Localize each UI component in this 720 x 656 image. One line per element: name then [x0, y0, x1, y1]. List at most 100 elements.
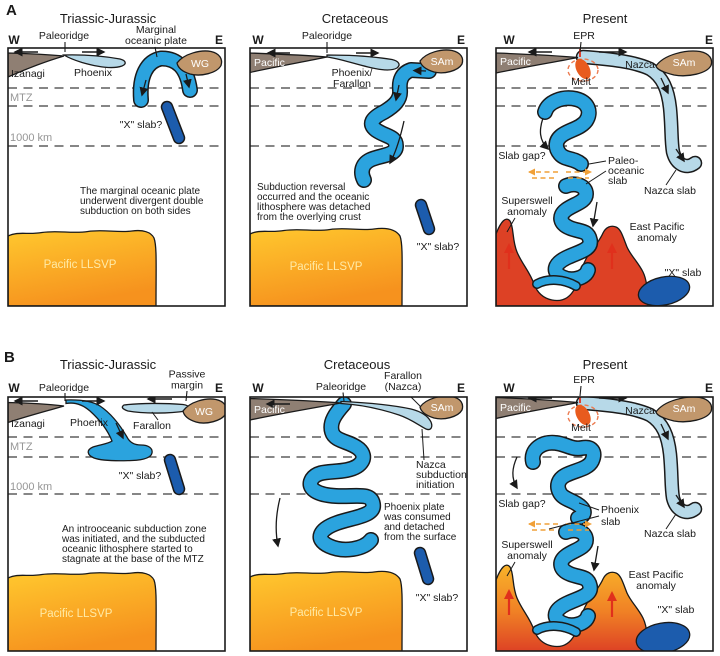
a2-x-slab-label: "X" slab?: [417, 241, 460, 253]
a1-caption-line1: The marginal oceanic plate: [80, 186, 201, 197]
b2-nsi-label-3: initiation: [416, 479, 455, 491]
a1-frame: [7, 47, 226, 307]
b3-nazca-slab-pointer: [665, 513, 677, 530]
b3-superswell-pointer: [506, 561, 516, 577]
a1-phoenix-plate-shape: [61, 54, 126, 69]
b3-nazca-hook-arrow: [675, 494, 685, 509]
b3-nazca-down-arrow: [660, 423, 669, 441]
b2-frame: [249, 396, 468, 652]
a1-west-label: W: [8, 33, 20, 47]
a1-mtz-label: MTZ: [10, 92, 33, 104]
panel-a1-content: [8, 48, 225, 306]
b3-x-slab-label: "X" slab: [658, 604, 695, 616]
panel-b3: Present W E EPR Pacific Nazca SAm Melt S…: [495, 357, 714, 652]
a3-epr-tick: [579, 41, 582, 53]
b3-melt-blob: [575, 404, 591, 426]
b3-east-pacific-label-2: anomaly: [636, 580, 676, 592]
b1-caption-line3: oceanic lithosphere started to: [62, 544, 193, 555]
b1-farallon-plate-shape: [121, 402, 190, 414]
a3-epr-label: EPR: [573, 30, 595, 42]
b1-x-slab-label: "X" slab?: [119, 470, 162, 482]
b1-llsvp-label: Pacific LLSVP: [40, 608, 113, 620]
a3-east-label: E: [705, 33, 713, 47]
a2-plate-label-1: Phoenix/: [332, 67, 373, 79]
b1-passive-margin-tick: [185, 390, 188, 402]
a1-depth-label: 1000 km: [10, 132, 52, 144]
b2-nsi-pointer: [421, 428, 425, 461]
b3-east-label: E: [705, 381, 713, 395]
b2-x-slab-label: "X" slab?: [416, 592, 459, 604]
b1-phoenix-slab-shape: [65, 399, 153, 462]
b1-east-label: E: [215, 381, 223, 395]
panel-b1-content: [8, 397, 225, 651]
a2-slab-down-arrow: [393, 84, 402, 102]
a1-izanagi-label: Izanagi: [11, 68, 45, 80]
a3-nazca-slab-label: Nazca slab: [644, 185, 696, 197]
a3-nazca-slab-pointer: [665, 169, 677, 186]
panel-a1: A Triassic-Jurassic W E Paleoridge Margi…: [6, 2, 226, 307]
a2-frame: [249, 47, 468, 307]
a3-superswell-label-1: Superswell: [501, 195, 552, 207]
b1-paleoridge-label: Paleoridge: [39, 382, 89, 394]
a3-paleo-label-2: oceanic: [608, 165, 644, 177]
a2-caption-line1: Subduction reversal: [257, 182, 345, 193]
b2-farallon-label-1: Farallon: [384, 370, 422, 382]
b1-farallon-pointer: [151, 411, 159, 421]
a3-melt-blob: [575, 58, 591, 80]
a2-plate-label-2: Farallon: [333, 78, 371, 90]
a1-caption-line2: underwent divergent double: [80, 196, 204, 207]
b3-nazca-slab-label: Nazca slab: [644, 528, 696, 540]
b3-pacific-label: Pacific: [500, 402, 531, 414]
b2-paleoridge-tick: [342, 392, 345, 402]
a2-paleoridge-label: Paleoridge: [302, 30, 352, 42]
panel-b3-content: [496, 397, 713, 651]
b3-phoenix-label-2: slab: [601, 516, 620, 528]
panel-b1: B Triassic-Jurassic W E Paleoridge Passi…: [4, 349, 226, 652]
panel-b2: Cretaceous W E Paleoridge Farallon (Nazc…: [249, 357, 468, 652]
b2-pacific-label: Pacific: [254, 404, 285, 416]
b1-izanagi-label: Izanagi: [11, 418, 45, 430]
b2-paleoridge-label: Paleoridge: [316, 381, 366, 393]
a1-east-label: E: [215, 33, 223, 47]
a1-arch-right-arrow: [182, 73, 192, 89]
b1-row-letter: B: [4, 349, 15, 366]
a3-frame: [495, 47, 714, 307]
b2-east-label: E: [457, 381, 465, 395]
b1-title: Triassic-Jurassic: [60, 357, 157, 372]
a3-sink-arrow-left: [539, 117, 550, 151]
a2-slab-top-arrow: [412, 66, 427, 76]
a3-superswell-pointer: [506, 217, 516, 233]
a3-west-label: W: [503, 33, 515, 47]
b2-nsi-label-2: subduction: [416, 469, 467, 481]
a3-x-slab-shape: [637, 275, 691, 306]
b2-caption-line4: from the surface: [384, 532, 457, 543]
b3-x-slab-shape: [635, 621, 691, 651]
a3-east-pacific-label-1: East Pacific: [630, 221, 685, 233]
b2-farallon-label-2: (Nazca): [385, 381, 422, 393]
a1-paleoridge-label: Paleoridge: [39, 30, 89, 42]
b3-melt-ring: [567, 404, 599, 428]
b1-farallon-label: Farallon: [133, 420, 171, 432]
a2-sam-label: SAm: [431, 56, 454, 68]
b3-phoenix-pointer-2: [548, 515, 600, 530]
b3-epr-tick: [579, 385, 582, 397]
a3-nazca-down-arrow: [660, 77, 669, 95]
b1-izanagi-plate-shape: [8, 401, 65, 424]
b3-melt-label: Melt: [571, 422, 591, 434]
b3-phoenix-label-1: Phoenix: [601, 504, 640, 516]
b3-west-label: W: [503, 381, 515, 395]
b1-caption-line1: An introoceanic subduction zone: [62, 524, 207, 535]
a1-phoenix-label: Phoenix: [74, 67, 113, 79]
a3-east-pacific-label-2: anomaly: [637, 232, 677, 244]
a2-east-label: E: [457, 33, 465, 47]
a3-paleo-label-3: slab: [608, 175, 627, 187]
a2-caption-line3: lithosphere was detached: [257, 202, 370, 213]
b2-pacific-llsvp-shape: [250, 570, 403, 651]
a2-sam-craton-shape: [419, 49, 464, 74]
panel-a3: Present W E EPR Pacific Nazca SAm Melt S…: [495, 11, 714, 307]
a3-paleo-pointer-2: [585, 170, 607, 185]
a2-llsvp-label: Pacific LLSVP: [290, 261, 363, 273]
b3-superswell-label-1: Superswell: [501, 539, 552, 551]
b3-slab-gap-label: Slab gap?: [498, 498, 545, 510]
